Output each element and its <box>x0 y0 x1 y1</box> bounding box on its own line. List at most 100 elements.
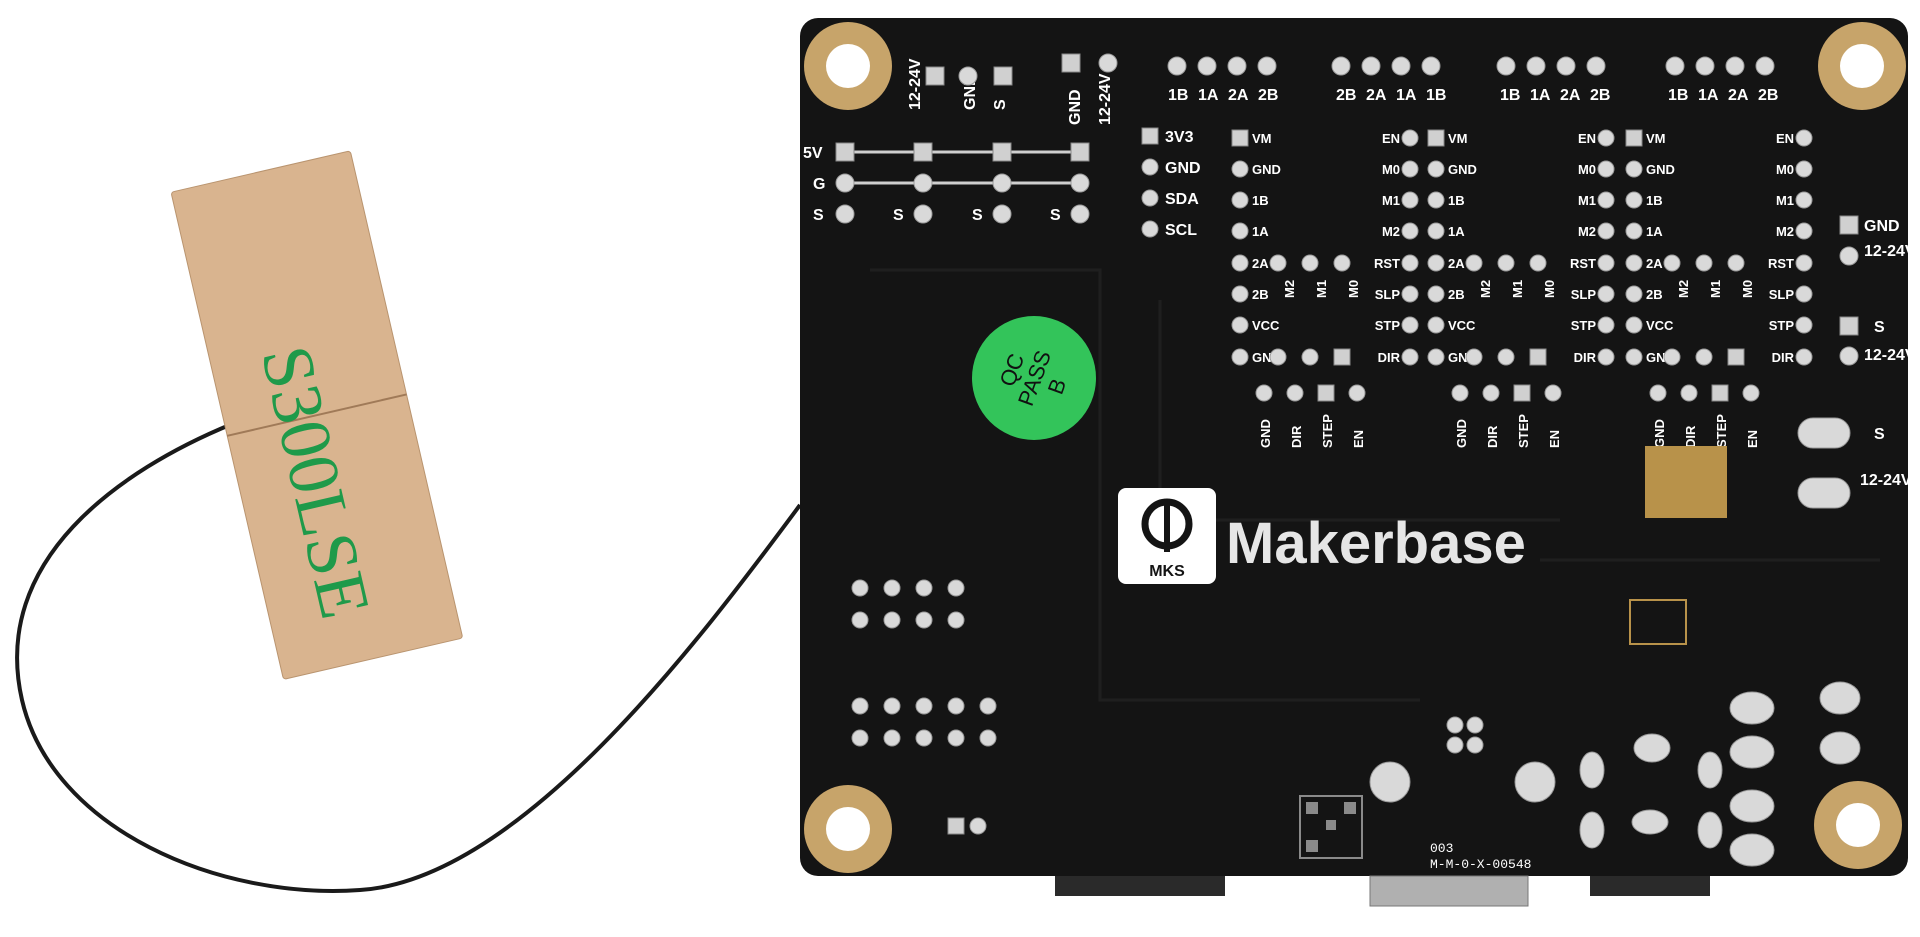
solder-pad <box>1755 56 1775 76</box>
motor-pin-label: 1A <box>1198 87 1219 104</box>
solder-pad <box>883 729 901 747</box>
driver-right-label: DIR <box>1772 350 1795 365</box>
mounting-hole-top-right <box>1818 22 1906 110</box>
solder-pad <box>1597 129 1615 147</box>
driver-right-label: DIR <box>1378 350 1401 365</box>
mounting-hole-bottom-right <box>1814 781 1902 869</box>
driver-right-label: M0 <box>1382 162 1400 177</box>
solder-pad <box>883 579 901 597</box>
solder-pad <box>979 697 997 715</box>
mounting-hole-bottom-left <box>804 785 892 873</box>
solder-pad <box>1597 316 1615 334</box>
driver-right-label: M2 <box>1776 224 1794 239</box>
solder-pad <box>1625 160 1643 178</box>
solder-pad <box>1526 56 1546 76</box>
solder-pad <box>851 697 869 715</box>
solder-pad <box>992 204 1012 224</box>
test-pad-block <box>1645 446 1727 518</box>
motor-pin-label: 2A <box>1728 87 1749 104</box>
right-header-label: 12-24V <box>1864 243 1916 260</box>
driver-mid-label: M1 <box>1510 280 1525 298</box>
solder-pad <box>835 204 855 224</box>
driver-bottom-label: GND <box>1652 419 1667 448</box>
driver-left-label: 2A <box>1646 256 1663 271</box>
solder-pad <box>1301 254 1319 272</box>
driver-mid-label: M1 <box>1314 280 1329 298</box>
power-row-label: 5V <box>803 145 823 162</box>
driver-right-label: SLP <box>1571 287 1597 302</box>
solder-pad <box>1231 348 1249 366</box>
solder-pad <box>1427 191 1445 209</box>
lower-pin-grids <box>851 579 997 747</box>
solder-pad <box>979 729 997 747</box>
solder-pad <box>1695 348 1713 366</box>
solder-pad <box>1331 56 1351 76</box>
right-header: GND 12-24V S 12-24V S 12-24V <box>1797 215 1916 509</box>
solder-pad <box>915 729 933 747</box>
solder-pad <box>1795 222 1813 240</box>
power-pads-bottom <box>947 681 1861 867</box>
solder-pad <box>1333 348 1351 366</box>
driver-bottom-label: STEP <box>1320 414 1335 448</box>
qr-code <box>1299 795 1363 859</box>
driver-left-label: GND <box>1448 162 1477 177</box>
driver-right-label: M2 <box>1382 224 1400 239</box>
solder-pad <box>1625 285 1643 303</box>
solder-pad <box>1070 142 1090 162</box>
solder-pad <box>851 729 869 747</box>
driver-right-label: EN <box>1382 131 1400 146</box>
solder-pad <box>1625 222 1643 240</box>
driver-mid-label: M2 <box>1282 280 1297 298</box>
sd-card-slot <box>1055 876 1225 896</box>
driver-right-label: RST <box>1374 256 1400 271</box>
power-top-label: 12-24V <box>907 58 924 110</box>
driver-left-label: 2B <box>1252 287 1269 302</box>
driver-left-label: 1B <box>1646 193 1663 208</box>
brand-name: Makerbase <box>1226 511 1526 576</box>
driver-left-label: VM <box>1646 131 1666 146</box>
driver-bottom-label: STEP <box>1516 414 1531 448</box>
driver-bottom-label: EN <box>1547 430 1562 448</box>
power-s-label: S <box>1050 207 1061 224</box>
i2c-label: SDA <box>1165 191 1199 208</box>
driver-right-label: STP <box>1769 318 1795 333</box>
driver-right-label: STP <box>1375 318 1401 333</box>
solder-pad <box>992 173 1012 193</box>
pcb-id-line2: M-M-0-X-00548 <box>1430 857 1531 872</box>
solder-pad <box>1597 222 1615 240</box>
driver-left-label: VCC <box>1448 318 1476 333</box>
motor-pin-label: 2B <box>1336 87 1356 104</box>
i2c-header: 3V3 GND SDA SCL <box>1141 127 1201 239</box>
driver-left-label: 2A <box>1448 256 1465 271</box>
solder-pad <box>1795 348 1813 366</box>
driver-left-label: 1B <box>1252 193 1269 208</box>
solder-pad <box>851 611 869 629</box>
solder-pad <box>1625 191 1643 209</box>
motor-pin-label: 1A <box>1530 87 1551 104</box>
mks-logo-text: MKS <box>1149 563 1185 580</box>
solder-pad <box>1663 254 1681 272</box>
driver-right-label: M0 <box>1578 162 1596 177</box>
usb-c-connector <box>1590 876 1710 896</box>
mounting-holes <box>804 22 1906 873</box>
driver-mid-label: M1 <box>1708 280 1723 298</box>
solder-pad <box>1597 191 1615 209</box>
driver-right-label: RST <box>1768 256 1794 271</box>
mounting-hole-top-left <box>804 22 892 110</box>
motor-header-2: 2B 2A 1A 1B <box>1336 87 1446 104</box>
motor-pin-label: 2B <box>1590 87 1610 104</box>
solder-pad <box>1361 56 1381 76</box>
driver-bottom-label: DIR <box>1485 425 1500 448</box>
solder-pad <box>1586 56 1606 76</box>
solder-pad <box>1231 160 1249 178</box>
solder-pad <box>1167 56 1187 76</box>
solder-pad <box>1663 348 1681 366</box>
driver-bottom-label: DIR <box>1683 425 1698 448</box>
driver-right-label: STP <box>1571 318 1597 333</box>
test-pad-block <box>1629 599 1687 645</box>
i2c-label: 3V3 <box>1165 129 1194 146</box>
solder-pad <box>915 579 933 597</box>
solder-pad <box>1317 384 1335 402</box>
power-s-label: S <box>972 207 983 224</box>
